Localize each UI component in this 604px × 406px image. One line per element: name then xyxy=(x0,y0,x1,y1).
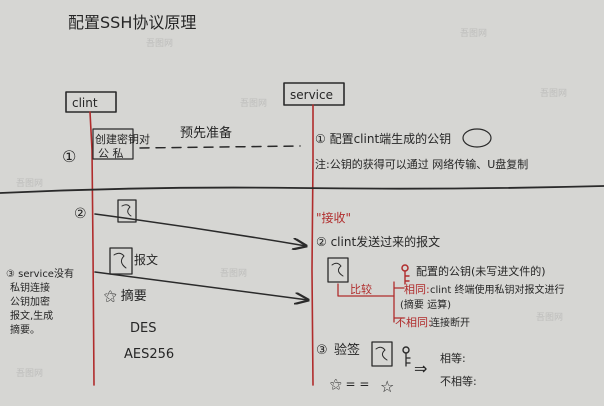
receive-text: ② clint发送过来的报文 xyxy=(316,234,440,249)
watermark: 吾图网 xyxy=(16,368,43,379)
keypair-sub-text: 公 私 xyxy=(98,147,124,160)
hash-label: ⚝ 摘要 xyxy=(104,288,147,304)
client-box xyxy=(65,91,117,113)
result-arrow: ⇒ xyxy=(414,359,427,378)
watermark: 吾图网 xyxy=(240,98,267,109)
receive-tag: "接收" xyxy=(316,210,351,225)
compare-bracket xyxy=(337,283,395,297)
algorithm-aes: AES256 xyxy=(124,347,174,362)
client-packet-icon xyxy=(117,199,137,223)
packet-scribble-icon xyxy=(121,204,132,217)
step2-number: ② xyxy=(74,206,87,222)
received-scribble-icon xyxy=(331,262,344,277)
star-icon: ☆ xyxy=(380,377,394,396)
server-step1-note: 注:公钥的获得可以通过 网络传输、U盘复制 xyxy=(315,157,528,171)
watermark: 吾图网 xyxy=(16,178,43,189)
verify-scribble-icon xyxy=(375,346,388,361)
pubkey-label: 配置的公钥(未写进文件的) xyxy=(416,264,546,278)
watermark: 吾图网 xyxy=(540,88,567,99)
client-label: clint xyxy=(72,96,98,110)
key-icon xyxy=(404,270,410,285)
result-diff-label: 不相等: xyxy=(440,374,477,388)
side-note-line: 摘要。 xyxy=(10,323,40,336)
same-label: 相同: xyxy=(404,283,430,296)
watermark: 吾图网 xyxy=(460,28,487,39)
received-packet-icon xyxy=(327,257,349,283)
packet-label: 报文 xyxy=(134,252,158,267)
client-packet2-icon xyxy=(109,247,133,275)
watermark: 吾图网 xyxy=(146,38,173,49)
diff-desc: 连接断开 xyxy=(430,316,470,329)
preparation-note: 预先准备 xyxy=(180,125,232,141)
server-lifeline xyxy=(311,104,314,386)
send-arrow xyxy=(94,213,306,246)
keypair-box xyxy=(92,128,134,160)
side-note-line: 公钥加密 xyxy=(10,295,50,308)
step1-number: ① xyxy=(62,147,76,166)
side-note-line: ③ service没有 xyxy=(6,267,74,280)
packet2-scribble-icon xyxy=(113,252,127,269)
result-same-label: 相等: xyxy=(440,351,466,365)
server-box xyxy=(283,82,345,106)
side-note-line: 报文,生成 xyxy=(10,309,53,322)
watermark: 吾图网 xyxy=(220,268,247,279)
keypair-text: 创建密钥对 xyxy=(95,132,150,146)
side-note-line: 私钥连接 xyxy=(10,281,50,294)
compare-label: 比较 xyxy=(350,282,372,296)
compare-fork xyxy=(393,281,405,323)
key-icon xyxy=(405,352,411,367)
section-separator xyxy=(0,185,604,194)
same-desc-sub: (摘要 运算) xyxy=(400,298,451,311)
hash-equals-label: ⚝ = = xyxy=(330,377,369,391)
same-desc: clint 终端使用私钥对报文进行 xyxy=(430,283,565,296)
watermarks: 吾图网 吾图网 吾图网 吾图网 吾图网 吾图网 吾图网 吾图网 xyxy=(16,28,567,379)
side-note: ③ service没有 私钥连接 公钥加密 报文,生成 摘要。 xyxy=(6,267,74,336)
pubkey-circle xyxy=(462,128,492,148)
verify-label: 验签 xyxy=(334,342,360,358)
diagram-title: 配置SSH协议原理 xyxy=(68,13,196,32)
watermark: 吾图网 xyxy=(536,312,563,323)
prep-dashed-line xyxy=(139,145,301,149)
server-step1-text: ① 配置clint端生成的公钥 xyxy=(315,131,451,146)
step3-number: ③ xyxy=(316,343,328,358)
algorithm-des: DES xyxy=(130,321,156,336)
verify-packet-icon xyxy=(371,341,393,367)
diff-label: 不相同: xyxy=(395,316,432,329)
client-lifeline xyxy=(89,111,95,386)
hash-arrow xyxy=(94,271,308,300)
server-label: service xyxy=(290,88,333,102)
